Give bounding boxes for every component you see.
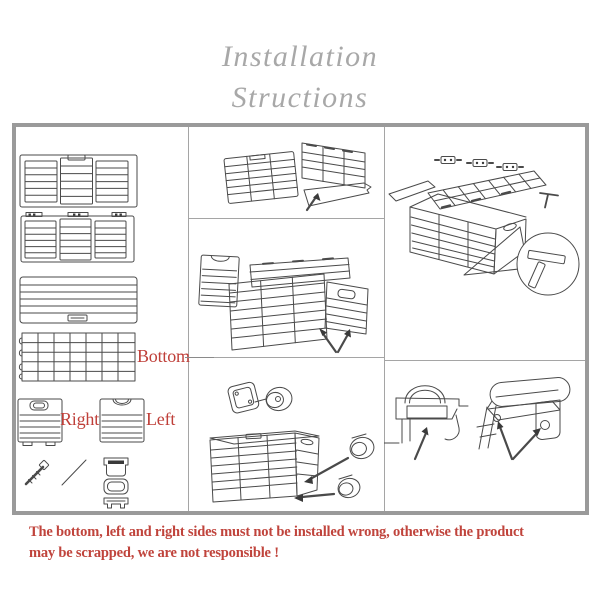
handle-parts-drawing <box>103 457 129 509</box>
warning-line-2: may be scrapped, we are not responsible … <box>29 545 279 561</box>
page-title: Installation Structions <box>0 36 600 118</box>
label-bottom: Bottom <box>137 346 190 366</box>
wheel-installation-diagram <box>209 381 375 503</box>
divider-vertical-left <box>188 127 189 511</box>
loose-sheet <box>388 180 436 202</box>
divider-vertical-right <box>384 127 385 511</box>
divider-right <box>384 360 585 361</box>
corner-arrow-right <box>336 334 349 354</box>
wheel-lower <box>337 474 361 499</box>
sides-assembly-diagram <box>198 254 369 354</box>
tool-part-small <box>539 192 559 209</box>
handle-latch-details-diagram <box>384 377 571 461</box>
right-side-panel-drawing <box>17 398 63 446</box>
bottom-leader-line <box>185 357 214 358</box>
label-right: Right <box>60 409 100 429</box>
front-panel-drawing <box>19 154 138 208</box>
tilted-panel-left <box>223 151 299 204</box>
magnifier-circle <box>516 232 580 296</box>
tilted-panel-right <box>301 142 366 189</box>
axle-rod-drawing <box>61 459 87 486</box>
warning-line-1: The bottom, left and right sides must no… <box>29 524 524 540</box>
label-left: Left <box>146 409 176 429</box>
divider-mid-top <box>188 218 385 219</box>
bottom-grid-panel-drawing <box>18 332 136 382</box>
small-left-panel <box>198 254 240 308</box>
handle-mount-detail <box>384 385 469 461</box>
caster-wheel <box>265 386 293 412</box>
divider-mid-bottom <box>188 357 385 358</box>
small-right-panel <box>324 281 369 335</box>
title-line-1: Installation <box>221 40 379 73</box>
screw-drawing <box>24 459 50 486</box>
back-panel <box>249 257 351 288</box>
open-lid-grid <box>427 170 547 210</box>
panel-to-base-step-diagram <box>223 142 372 212</box>
title-line-2: Structions <box>231 81 369 114</box>
wheel-upper <box>349 433 375 460</box>
box-body <box>409 193 527 275</box>
warning-text: The bottom, left and right sides must no… <box>29 522 594 564</box>
assembled-box-diagram <box>388 156 580 296</box>
t-bolt-detail <box>527 249 566 289</box>
step-arrow <box>305 195 318 212</box>
wheel-arrow-lower <box>300 492 336 499</box>
parts-overview-diagram <box>17 154 145 509</box>
caster-bracket <box>227 381 260 414</box>
base-sheet <box>303 182 372 207</box>
front-panel <box>228 273 328 351</box>
corner-arrow-left <box>322 333 338 354</box>
lid-clips <box>434 156 524 171</box>
wheel-arrow-upper <box>310 456 350 480</box>
closed-box <box>209 430 320 503</box>
lid-panel-drawing <box>19 276 138 324</box>
instruction-panel-grid <box>12 123 589 515</box>
left-side-panel-drawing <box>99 398 145 443</box>
back-panel-drawing <box>20 212 135 263</box>
latch-detail <box>476 377 571 461</box>
